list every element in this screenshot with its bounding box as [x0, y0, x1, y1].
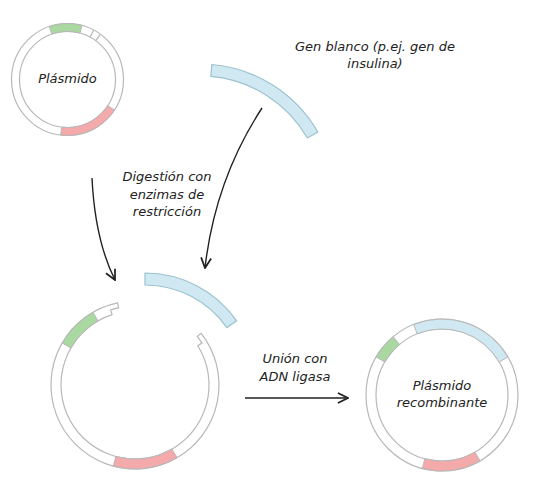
node-text-box: Plásmido recombinante [387, 340, 497, 450]
gene-fragment [145, 273, 237, 328]
restriction-site [96, 34, 101, 40]
plasmid-segment [62, 312, 98, 348]
restriction-site [90, 30, 94, 37]
plasmid-segment [61, 106, 115, 136]
plasmid-ring [12, 23, 124, 135]
step-label: Digestión con enzimas de restricción [112, 168, 222, 221]
arrow [205, 108, 262, 268]
arrow [245, 397, 348, 398]
node-text-box: Gen blanco (p.ej. gen de insulina) [285, 36, 465, 76]
node-label: Plásmido recombinante [387, 378, 497, 412]
plasmid-ring [366, 319, 518, 471]
arrow [92, 178, 115, 280]
plasmid-segment [376, 337, 399, 362]
node-text-box: Plásmido [10, 22, 125, 137]
step-label: Unión con ADN ligasa [250, 350, 340, 385]
plasmid-segment [113, 449, 177, 469]
gene-band [211, 65, 318, 138]
node-label: Gen blanco (p.ej. gen de insulina) [285, 39, 465, 73]
plasmid-circle: Plásmido [10, 22, 125, 137]
plasmid-segment [49, 23, 82, 34]
plasmid-segment [414, 319, 508, 362]
cut-plasmid [51, 303, 219, 469]
plasmid-segment [422, 452, 480, 471]
plasmid-ring [366, 319, 518, 471]
plasmid-ring [12, 24, 124, 136]
node-label: Plásmido [38, 71, 97, 88]
gene-fragment: Gen blanco (p.ej. gen de insulina) [195, 30, 540, 145]
plasmid-circle: Plásmido recombinante [364, 317, 520, 473]
